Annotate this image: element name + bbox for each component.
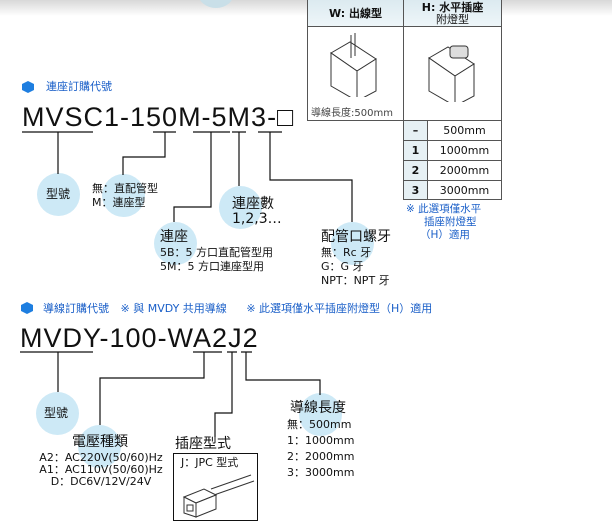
option-w-cell: W: 出線型 導線長度:500mm — [307, 0, 404, 121]
length-option: 無：500mm — [287, 418, 352, 431]
bubble — [78, 425, 121, 468]
thread-title: 配管口螺牙 — [321, 229, 391, 245]
voltage-title: 電壓種類 — [72, 434, 128, 450]
label-model: 型號 — [44, 406, 69, 420]
voltage-option: A2：AC220V(50/60)Hz — [39, 451, 163, 464]
manifold-option: 5M：5 方口連座型用 — [160, 260, 264, 273]
voltage-option: A1：AC110V(50/60)Hz — [39, 463, 163, 476]
bubble — [219, 186, 262, 229]
model-code: MVSC1-150M-5M3-□ — [22, 102, 295, 132]
option-h-cell: H: 水平插座 附燈型 — [403, 0, 502, 121]
option-note: ※ 此選項僅水平 插座附燈型 （H）適用 — [406, 203, 481, 242]
note-line: 插座附燈型 — [424, 216, 477, 228]
type-options: 無：直配管型 M：連座型 — [92, 182, 158, 210]
length-options: 無：500mm 1：1000mm 2：2000mm 3：3000mm — [287, 417, 354, 481]
thread-options: 無：Rc 牙 G：G 牙 NPT：NPT 牙 — [321, 246, 390, 288]
row-key: 1 — [403, 140, 428, 161]
option-w-header: W: 出線型 — [308, 0, 403, 27]
valve-wire-illustration — [330, 33, 377, 97]
note-line: （H）適用 — [420, 229, 470, 241]
note-line: ※ 此選項僅水平 — [406, 203, 482, 215]
jpc-connector-illustration — [182, 474, 255, 518]
bubble — [36, 392, 79, 435]
stations-value: 1,2,3… — [232, 211, 282, 227]
wire-model-code: MVDY-100-WA2J2 — [20, 323, 259, 353]
valve-socket-illustration — [428, 45, 475, 102]
manifold-option: 5B：5 方口直配管型用 — [160, 246, 274, 259]
section2-note1: ※ 與 MVDY 共用導線 — [120, 302, 227, 315]
thread-option: NPT：NPT 牙 — [321, 274, 390, 287]
socket-title: 插座型式 — [175, 436, 231, 452]
option-h-line2: 附燈型 — [436, 13, 469, 26]
type-option: 無：直配管型 — [92, 182, 158, 195]
socket-box: J：JPC 型式 — [173, 453, 258, 521]
length-title: 導線長度 — [290, 400, 346, 416]
section2-title-row: 導線訂購代號 ※ 與 MVDY 共用導線 ※ 此選項僅水平插座附燈型（H）適用 — [43, 302, 432, 316]
table-row: –500mm — [403, 120, 502, 141]
cube-icon — [21, 302, 33, 314]
bubble — [299, 393, 342, 436]
wire-length-note: 導線長度:500mm — [311, 108, 393, 119]
bubble — [331, 222, 374, 265]
option-h-line1: H: 水平插座 — [421, 1, 484, 14]
row-value: 3000mm — [427, 180, 502, 200]
row-key: – — [403, 120, 428, 141]
stations-title: 連座數 — [232, 196, 274, 212]
length-option: 3：3000mm — [287, 466, 355, 479]
row-key: 2 — [403, 160, 428, 181]
length-option: 2：2000mm — [287, 450, 355, 463]
thread-option: G：G 牙 — [321, 260, 364, 273]
voltage-options: A2：AC220V(50/60)Hz A1：AC110V(50/60)Hz D：… — [34, 452, 168, 488]
header-badge — [198, 0, 234, 8]
row-value: 2000mm — [427, 160, 502, 181]
manifold-options: 5B：5 方口直配管型用 5M：5 方口連座型用 — [160, 246, 273, 274]
bubble — [37, 173, 80, 216]
type-option: M：連座型 — [92, 196, 146, 209]
cube-icon — [22, 81, 34, 93]
bubble — [154, 222, 197, 265]
length-option: 1：1000mm — [287, 434, 355, 447]
section2-note2: ※ 此選項僅水平插座附燈型（H）適用 — [246, 302, 433, 315]
row-key: 3 — [403, 180, 428, 200]
thread-option: 無：Rc 牙 — [321, 246, 372, 259]
section2-title: 導線訂購代號 — [43, 302, 109, 315]
option-h-header: H: 水平插座 附燈型 — [404, 0, 501, 27]
manifold-title: 連座 — [160, 229, 188, 245]
voltage-option: D：DC6V/12V/24V — [50, 475, 152, 488]
socket-value: J：JPC 型式 — [181, 456, 239, 469]
section1-title: 連座訂購代號 — [46, 80, 112, 93]
row-value: 1000mm — [427, 140, 502, 161]
label-model: 型號 — [46, 187, 71, 201]
row-value: 500mm — [427, 120, 502, 141]
bubble — [102, 174, 145, 217]
